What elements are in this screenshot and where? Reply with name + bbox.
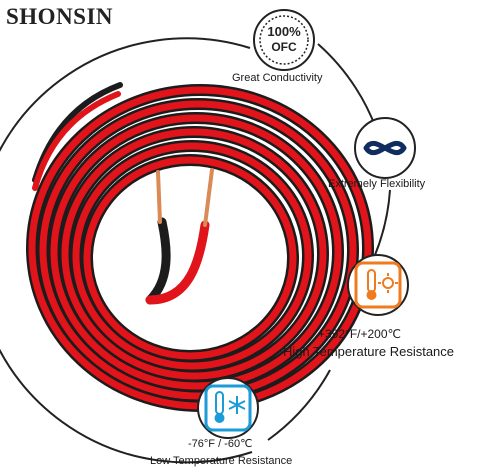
wire-ends	[32, 82, 214, 305]
knot-icon	[354, 117, 416, 179]
feature-high-temp-value: +392°F/+200℃	[318, 327, 401, 341]
badge-circle-icon	[253, 9, 315, 71]
feature-ring	[0, 37, 253, 464]
feature-conductivity: Great Conductivity	[232, 72, 323, 84]
badge-ofc: OFC	[271, 40, 297, 54]
feature-flexibility: Extremely Flexibility	[328, 178, 426, 190]
thermometer-sun-icon	[347, 254, 409, 316]
feature-low-temp-value: -76°F / -60℃	[188, 438, 253, 450]
wire-coil	[26, 84, 374, 412]
thermometer-snowflake-icon	[197, 377, 259, 439]
badge-percent: 100%	[267, 24, 301, 39]
brand-logo: SHONSIN	[6, 4, 114, 29]
feature-low-temp-label: Low Temperature Resistance	[150, 455, 293, 467]
feature-high-temp-label: High Temperature Resistance	[283, 344, 455, 359]
